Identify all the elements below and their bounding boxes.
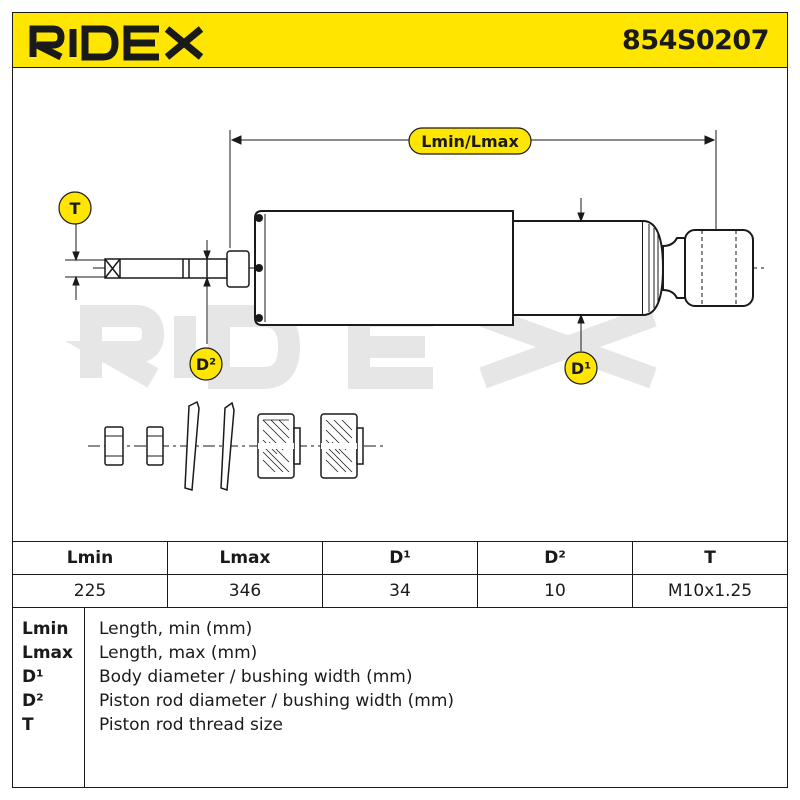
shock-absorber-drawing: Lmin/Lmax T	[58, 127, 765, 492]
body-cylinder	[254, 210, 665, 326]
value-d1: 34	[322, 574, 478, 608]
spec-table-value-row: 225 346 34 10 M10x1.25	[12, 574, 788, 608]
thread-tag	[58, 191, 92, 225]
legend: Lmin Length, min (mm) Lmax Length, max (…	[12, 607, 788, 788]
rod-diameter-dimension	[203, 240, 211, 344]
legend-item: Lmin Length, min (mm)	[12, 617, 788, 641]
mounting-accessories	[88, 400, 383, 492]
length-label: Lmin/Lmax	[421, 132, 519, 151]
spec-table: Lmin Lmax D¹ D² T 225 346 34 10 M10x1.25	[12, 541, 788, 608]
legend-abbr: D²	[22, 691, 44, 711]
body-diameter-dimension	[577, 198, 585, 351]
washer-2	[220, 401, 235, 492]
header-d2: D²	[477, 541, 633, 575]
legend-item: T Piston rod thread size	[12, 713, 788, 737]
legend-abbr: D¹	[22, 667, 44, 687]
legend-desc: Piston rod thread size	[99, 715, 284, 735]
ridex-logo	[29, 25, 204, 61]
legend-desc: Piston rod diameter / bushing width (mm)	[99, 691, 455, 711]
bushing-2	[320, 413, 364, 479]
thread-dimension	[65, 223, 123, 300]
legend-desc: Body diameter / bushing width (mm)	[99, 667, 413, 687]
value-t: M10x1.25	[632, 574, 788, 608]
body-diameter-tag	[564, 351, 598, 385]
legend-item: D¹ Body diameter / bushing width (mm)	[12, 665, 788, 689]
spec-table-header-row: Lmin Lmax D¹ D² T	[12, 541, 788, 575]
body-diameter-tag-label: D¹	[571, 359, 591, 378]
legend-abbr: Lmin	[22, 619, 69, 639]
header-lmax: Lmax	[167, 541, 323, 575]
legend-abbr: Lmax	[22, 643, 73, 663]
value-lmax: 346	[167, 574, 323, 608]
thread-tag-label: T	[70, 199, 81, 218]
nut-small	[146, 426, 164, 466]
header-bar: 854S0207	[12, 12, 788, 68]
value-d2: 10	[477, 574, 633, 608]
piston-rod	[104, 250, 250, 288]
bushing-1	[257, 413, 301, 479]
legend-divider	[84, 607, 85, 788]
part-number: 854S0207	[622, 25, 769, 56]
legend-desc: Length, min (mm)	[99, 619, 253, 639]
legend-item: D² Piston rod diameter / bushing width (…	[12, 689, 788, 713]
rod-diameter-tag	[189, 347, 223, 381]
sheet-frame	[12, 67, 788, 788]
rod-diameter-tag-label: D²	[196, 355, 216, 374]
eye-mount	[662, 229, 754, 307]
header-d1: D¹	[322, 541, 478, 575]
header-t: T	[632, 541, 788, 575]
value-lmin: 225	[12, 574, 168, 608]
length-label-pill	[408, 127, 532, 155]
nut-large	[104, 426, 124, 466]
legend-abbr: T	[22, 715, 34, 735]
header-lmin: Lmin	[12, 541, 168, 575]
legend-item: Lmax Length, max (mm)	[12, 641, 788, 665]
washer-1	[184, 400, 200, 491]
legend-desc: Length, max (mm)	[99, 643, 258, 663]
